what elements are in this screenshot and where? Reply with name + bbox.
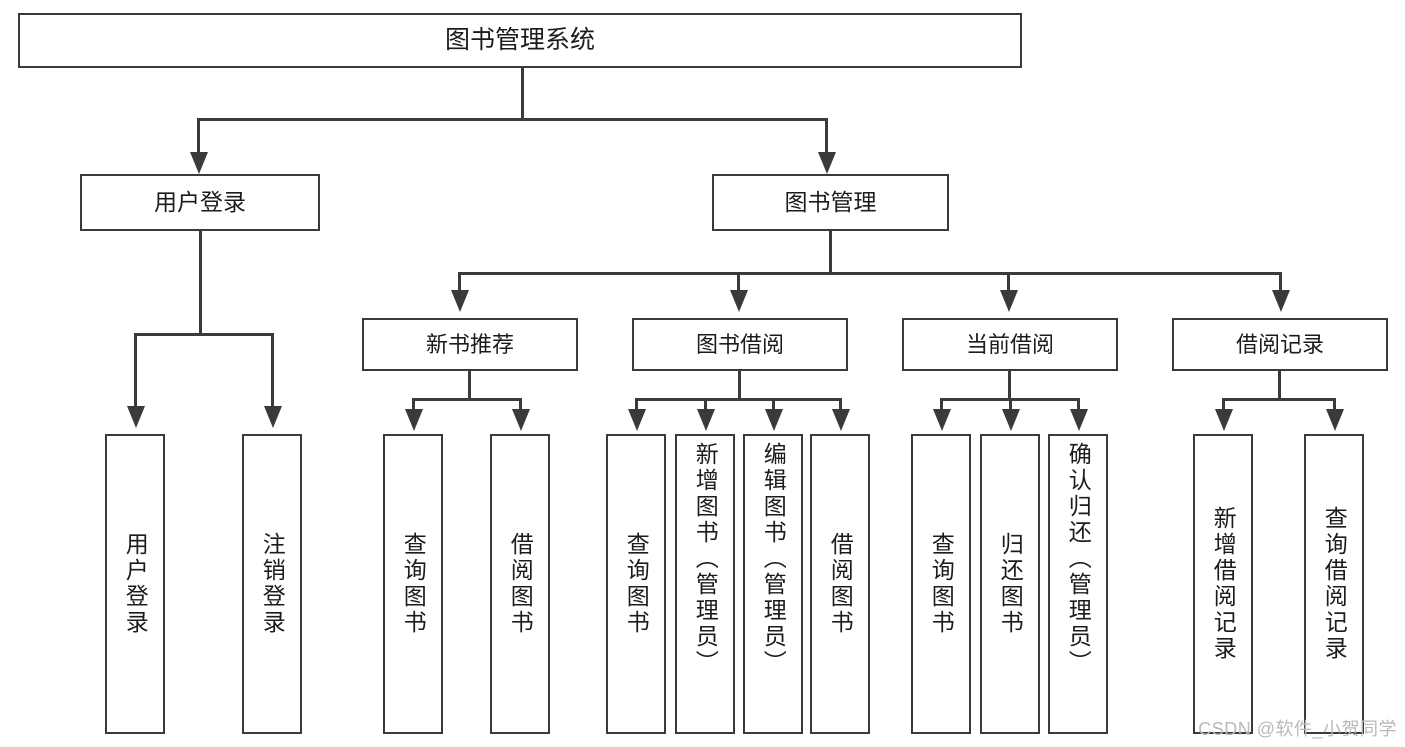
- edge-root-to-book-mgmt: [825, 118, 828, 158]
- leaf-query-book-current[interactable]: 查询图书: [911, 434, 971, 734]
- arrow-current-borrow-leaf-1: [933, 409, 951, 431]
- edge-book-mgmt-drop-4: [1279, 272, 1282, 294]
- node-user-login[interactable]: 用户登录: [80, 174, 320, 231]
- node-label: 查询图书: [400, 532, 427, 636]
- leaf-user-login[interactable]: 用户登录: [105, 434, 165, 734]
- leaf-add-book-admin[interactable]: 新增图书（管理员）: [675, 434, 735, 734]
- leaf-borrow-book-recommend[interactable]: 借阅图书: [490, 434, 550, 734]
- edge-book-borrow-bus: [635, 398, 842, 401]
- edge-user-login-bus: [134, 333, 274, 336]
- arrow-root-to-book-mgmt: [818, 152, 836, 174]
- edge-root-stem: [521, 68, 524, 120]
- node-label: 图书借阅: [695, 331, 784, 357]
- node-label: 借阅图书: [827, 532, 854, 636]
- arrow-new-book-leaf-1: [405, 409, 423, 431]
- edge-book-borrow-drop-1: [635, 398, 638, 413]
- leaf-query-book-recommend[interactable]: 查询图书: [383, 434, 443, 734]
- edge-borrow-records-stem: [1278, 371, 1281, 400]
- leaf-confirm-return-admin[interactable]: 确认归还（管理员）: [1048, 434, 1108, 734]
- edge-new-book-bus: [412, 398, 522, 401]
- node-label: 当前借阅: [965, 331, 1054, 357]
- edge-book-borrow-drop-4: [839, 398, 842, 413]
- node-root-system[interactable]: 图书管理系统: [18, 13, 1022, 68]
- edge-book-mgmt-drop-2: [737, 272, 740, 294]
- edge-user-login-stem: [199, 231, 202, 335]
- node-label: 借阅记录: [1235, 331, 1324, 357]
- leaf-return-book[interactable]: 归还图书: [980, 434, 1040, 734]
- node-label: 图书管理系统: [444, 26, 595, 55]
- edge-book-borrow-drop-3: [772, 398, 775, 413]
- node-label: 新增借阅记录: [1210, 506, 1237, 662]
- watermark: CSDN @软件_小贺同学: [1198, 719, 1397, 739]
- edge-borrow-records-bus: [1222, 398, 1336, 401]
- node-label: 查询图书: [623, 532, 650, 636]
- node-label: 确认归还（管理员）: [1065, 442, 1092, 676]
- node-label: 归还图书: [997, 532, 1024, 636]
- edge-book-borrow-drop-2: [704, 398, 707, 413]
- leaf-edit-book-admin[interactable]: 编辑图书（管理员）: [743, 434, 803, 734]
- edge-user-login-drop-1: [134, 333, 137, 410]
- edge-book-mgmt-bus: [458, 272, 1282, 275]
- node-current-borrow[interactable]: 当前借阅: [902, 318, 1118, 371]
- arrow-user-login-leaf-2: [264, 406, 282, 428]
- leaf-query-borrow-record[interactable]: 查询借阅记录: [1304, 434, 1364, 734]
- arrow-current-borrow-leaf-2: [1002, 409, 1020, 431]
- edge-book-mgmt-stem: [829, 231, 832, 274]
- arrow-root-to-user-login: [190, 152, 208, 174]
- arrow-book-borrow-leaf-2: [697, 409, 715, 431]
- leaf-borrow-book[interactable]: 借阅图书: [810, 434, 870, 734]
- leaf-query-book-borrow[interactable]: 查询图书: [606, 434, 666, 734]
- edge-current-borrow-drop-1: [940, 398, 943, 413]
- edge-borrow-records-drop-2: [1333, 398, 1336, 413]
- edge-new-book-stem: [468, 371, 471, 400]
- leaf-add-borrow-record[interactable]: 新增借阅记录: [1193, 434, 1253, 734]
- node-borrow-records[interactable]: 借阅记录: [1172, 318, 1388, 371]
- arrow-book-mgmt-level3-4: [1272, 290, 1290, 312]
- edge-book-mgmt-drop-1: [458, 272, 461, 294]
- edge-current-borrow-drop-2: [1009, 398, 1012, 413]
- edge-current-borrow-stem: [1008, 371, 1011, 400]
- edge-borrow-records-drop-1: [1222, 398, 1225, 413]
- node-new-book-recommend[interactable]: 新书推荐: [362, 318, 578, 371]
- arrow-book-borrow-leaf-3: [765, 409, 783, 431]
- arrow-current-borrow-leaf-3: [1070, 409, 1088, 431]
- node-label: 图书管理: [784, 189, 877, 216]
- arrow-book-mgmt-level3-3: [1000, 290, 1018, 312]
- node-label: 用户登录: [122, 532, 149, 636]
- node-book-borrow[interactable]: 图书借阅: [632, 318, 848, 371]
- node-book-management[interactable]: 图书管理: [712, 174, 949, 231]
- edge-user-login-drop-2: [271, 333, 274, 410]
- node-label: 查询借阅记录: [1321, 506, 1348, 662]
- arrow-book-mgmt-level3-2: [730, 290, 748, 312]
- edge-book-mgmt-drop-3: [1007, 272, 1010, 294]
- edge-new-book-drop-1: [412, 398, 415, 413]
- edge-root-to-user-login: [197, 118, 200, 158]
- node-label: 新增图书（管理员）: [692, 442, 719, 676]
- arrow-user-login-leaf-1: [127, 406, 145, 428]
- node-label: 用户登录: [154, 189, 246, 216]
- arrow-book-borrow-leaf-4: [832, 409, 850, 431]
- node-label: 查询图书: [928, 532, 955, 636]
- arrow-borrow-records-leaf-2: [1326, 409, 1344, 431]
- edge-root-bus: [197, 118, 826, 121]
- arrow-new-book-leaf-2: [512, 409, 530, 431]
- edge-new-book-drop-2: [519, 398, 522, 413]
- node-label: 借阅图书: [507, 532, 534, 636]
- edge-current-borrow-drop-3: [1077, 398, 1080, 413]
- leaf-logout[interactable]: 注销登录: [242, 434, 302, 734]
- arrow-borrow-records-leaf-1: [1215, 409, 1233, 431]
- node-label: 编辑图书（管理员）: [760, 442, 787, 676]
- arrow-book-borrow-leaf-1: [628, 409, 646, 431]
- edge-book-borrow-stem: [738, 371, 741, 400]
- node-label: 新书推荐: [425, 331, 514, 357]
- arrow-book-mgmt-level3-1: [451, 290, 469, 312]
- node-label: 注销登录: [259, 532, 286, 636]
